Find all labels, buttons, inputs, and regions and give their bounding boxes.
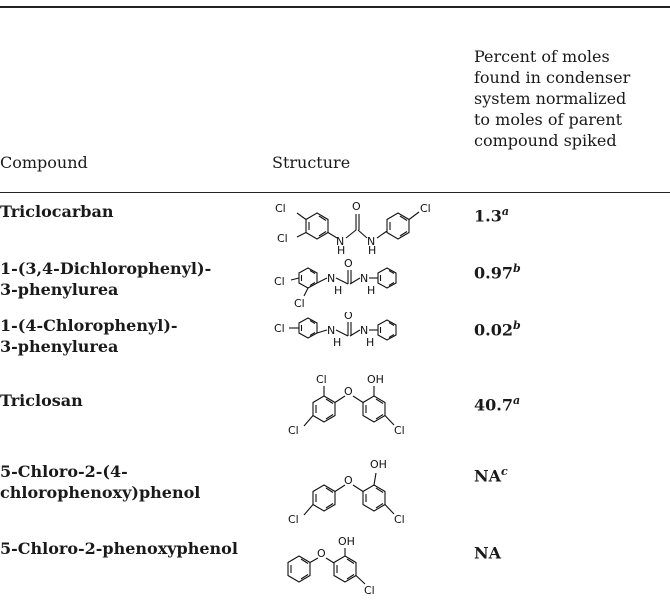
atom-cl-label: Cl <box>294 297 305 310</box>
compound-name-line: 1-(4-Chlorophenyl)- <box>0 316 178 335</box>
structure-dichlorophenyl-phenylurea: Cl Cl N H O N H <box>272 256 472 316</box>
atom-o-label: O <box>344 257 353 270</box>
compound-name-line: 1-(3,4-Dichlorophenyl)- <box>0 259 212 278</box>
percent-value-chlorophenoxy-phenol: NAc <box>474 461 508 486</box>
atom-n-label: N <box>327 324 335 337</box>
compound-name-dichlorophenyl-phenylurea: 1-(3,4-Dichlorophenyl)- 3-phenylurea <box>0 258 211 300</box>
value-number: NA <box>474 466 502 486</box>
percent-value-chlorophenyl-phenylurea: 0.02b <box>474 315 521 340</box>
value-number: 1.3 <box>474 206 502 226</box>
percent-value-triclocarban: 1.3a <box>474 201 509 226</box>
percent-value-dichlorophenyl-phenylurea: 0.97b <box>474 258 521 283</box>
value-number: 0.02 <box>474 320 513 340</box>
value-footnote: b <box>512 262 521 275</box>
atom-n-label: N <box>327 272 335 285</box>
percent-value-triclosan: 40.7a <box>474 390 520 415</box>
compound-name-triclocarban: Triclocarban <box>0 201 113 222</box>
compound-name-line: Triclosan <box>0 391 83 410</box>
atom-cl-label: Cl <box>275 202 286 215</box>
atom-cl-label: Cl <box>394 513 405 526</box>
atom-cl-label: Cl <box>274 275 285 288</box>
structure-chlorophenyl-phenylurea: Cl N H O N H <box>272 312 472 362</box>
atom-n-label: N <box>360 272 368 285</box>
atom-oh-label: OH <box>338 536 355 548</box>
header-percent-line: compound spiked <box>474 131 617 150</box>
compound-name-line: 3-phenylurea <box>0 280 119 299</box>
atom-h-label: H <box>337 244 345 254</box>
atom-cl-label: Cl <box>274 322 285 335</box>
atom-h-label: H <box>368 244 376 254</box>
atom-oh-label: OH <box>370 458 387 471</box>
atom-n-label: N <box>336 235 344 248</box>
atom-cl-label: Cl <box>394 424 405 437</box>
atom-cl-label: Cl <box>316 373 327 386</box>
structure-triclosan: Cl Cl O OH Cl <box>272 371 472 447</box>
header-structure: Structure <box>272 153 351 172</box>
compound-name-line: 5-Chloro-2-phenoxyphenol <box>0 539 238 558</box>
compound-name-chlorophenoxy-phenol: 5-Chloro-2-(4- chlorophenoxy)phenol <box>0 461 200 503</box>
atom-h-label: H <box>333 336 341 349</box>
structure-chlorophenoxy-phenol: Cl O OH Cl <box>272 455 472 535</box>
atom-o-label: O <box>352 200 361 213</box>
atom-o-label: O <box>344 312 353 322</box>
atom-cl-label: Cl <box>288 513 299 526</box>
atom-n-label: N <box>367 235 375 248</box>
header-rule <box>0 192 670 193</box>
atom-h-label: H <box>334 284 342 297</box>
value-number: 0.97 <box>474 263 513 283</box>
atom-o-label: O <box>317 547 326 560</box>
atom-cl-label: Cl <box>420 202 431 215</box>
compound-name-triclosan: Triclosan <box>0 390 83 411</box>
atom-o-label: O <box>344 385 353 398</box>
atom-cl-label: Cl <box>277 232 288 245</box>
compound-name-line: 5-Chloro-2-(4- <box>0 462 128 481</box>
header-compound: Compound <box>0 153 88 172</box>
value-number: NA <box>474 543 502 563</box>
atom-oh-label: OH <box>367 373 384 386</box>
compound-name-line: 3-phenylurea <box>0 337 119 356</box>
atom-cl-label: Cl <box>364 584 375 597</box>
value-footnote: b <box>512 319 521 332</box>
value-footnote: a <box>512 394 521 407</box>
structure-phenoxyphenol: O OH Cl <box>272 536 472 606</box>
header-percent-line: Percent of moles <box>474 47 610 66</box>
value-footnote: c <box>501 465 508 478</box>
header-percent-line: to moles of parent <box>474 110 623 129</box>
structure-triclocarban: Cl Cl N H O N H Cl <box>272 196 472 254</box>
compound-name-line: chlorophenoxy)phenol <box>0 483 201 502</box>
header-percent-line: found in condenser <box>474 68 631 87</box>
value-footnote: a <box>501 205 509 218</box>
atom-cl-label: Cl <box>288 424 299 437</box>
atom-h-label: H <box>366 336 374 349</box>
atom-h-label: H <box>367 284 375 297</box>
compound-name-phenoxyphenol: 5-Chloro-2-phenoxyphenol <box>0 538 238 559</box>
percent-value-phenoxyphenol: NA <box>474 538 501 563</box>
compound-name-chlorophenyl-phenylurea: 1-(4-Chlorophenyl)- 3-phenylurea <box>0 315 178 357</box>
table-top-rule <box>0 6 670 8</box>
compound-name-line: Triclocarban <box>0 202 114 221</box>
atom-n-label: N <box>360 324 368 337</box>
header-percent: Percent of moles found in condenser syst… <box>474 46 670 151</box>
atom-o-label: O <box>344 474 353 487</box>
header-percent-line: system normalized <box>474 89 627 108</box>
value-number: 40.7 <box>474 395 513 415</box>
